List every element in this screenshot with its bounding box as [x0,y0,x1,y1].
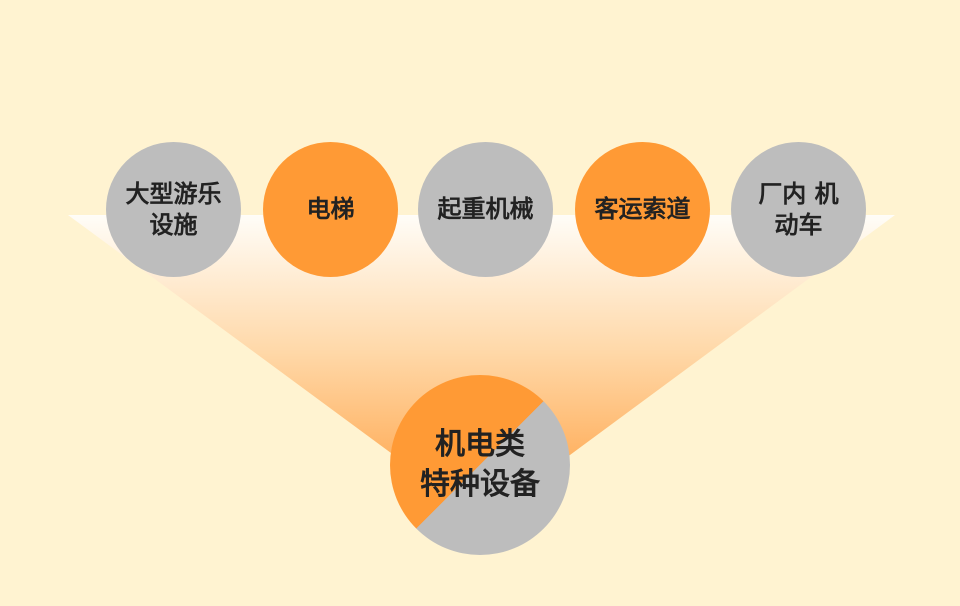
category-label: 起重机械 [437,195,534,224]
category-circle-large-amusement: 大型游乐 设施 [106,142,241,277]
center-circle-special-equipment: 机电类 特种设备 [390,375,570,555]
category-circle-elevator: 电梯 [263,142,398,277]
category-circle-lifting-machinery: 起重机械 [418,142,553,277]
category-label: 厂内 机 动车 [758,179,839,239]
category-circle-passenger-ropeway: 客运索道 [575,142,710,277]
center-label: 机电类 特种设备 [420,426,540,503]
category-label: 客运索道 [594,195,691,224]
category-label: 大型游乐 设施 [125,179,222,239]
funnel-triangle [68,215,895,520]
category-circle-factory-vehicle: 厂内 机 动车 [731,142,866,277]
category-label: 电梯 [306,195,355,224]
